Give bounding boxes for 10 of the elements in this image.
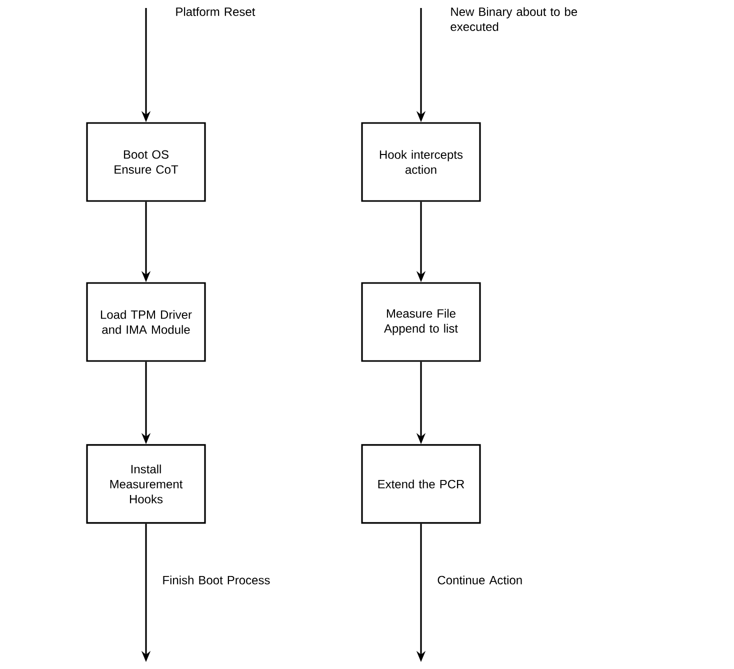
edge-label: Continue Action [438, 576, 522, 584]
process-box: Measure File Append to list [361, 282, 481, 362]
edge-label: Finish Boot Process [163, 576, 270, 584]
edge-label: New Binary about to be executed [450, 7, 578, 31]
process-box: Extend the PCR [361, 444, 481, 524]
process-box: Boot OS Ensure CoT [86, 122, 206, 202]
process-box: Install Measurement Hooks [86, 444, 206, 524]
edge-label: Platform Reset [176, 7, 256, 16]
process-box: Load TPM Driver and IMA Module [86, 282, 206, 362]
process-box: Hook intercepts action [361, 122, 481, 202]
